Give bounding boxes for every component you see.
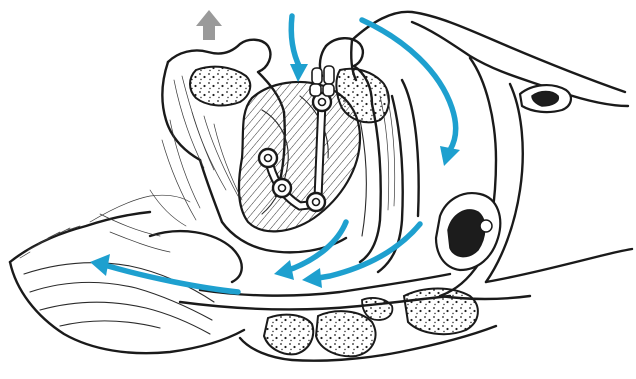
vertebra-middle — [436, 193, 500, 270]
vertebra-upper — [520, 85, 571, 112]
maxilla-bone — [190, 67, 250, 106]
curved-arrow-icon — [90, 254, 238, 292]
arrow-up-icon — [196, 10, 222, 40]
chin-soft-tissue — [10, 195, 244, 353]
lower-bone-row — [240, 289, 496, 361]
curved-arrow-icon — [290, 16, 308, 82]
